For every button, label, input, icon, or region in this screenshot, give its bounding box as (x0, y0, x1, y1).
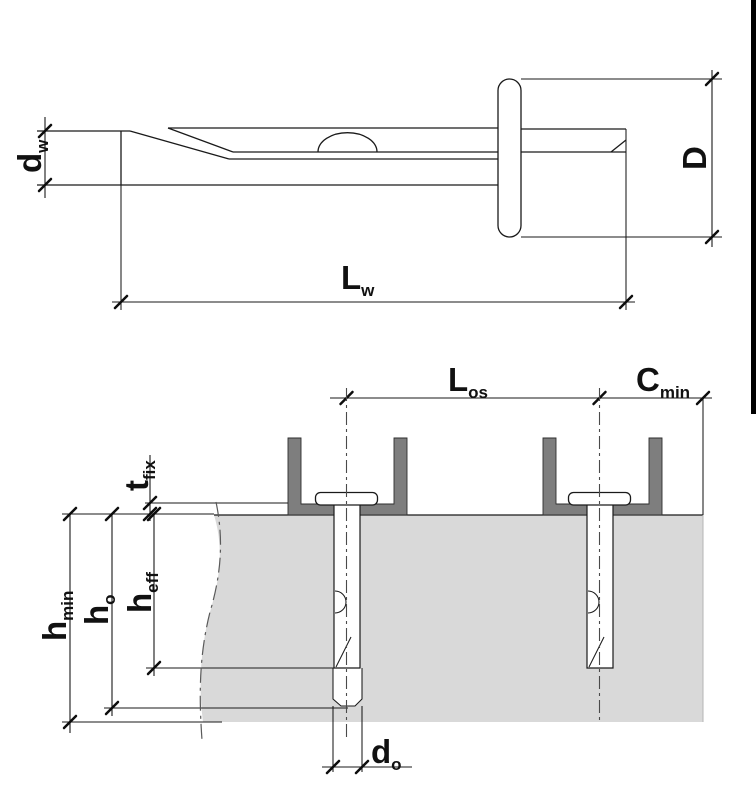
tfix-label: tfix (118, 460, 159, 491)
anchor-head-chamfer (610, 139, 627, 153)
tfix-tick-top (142, 495, 158, 511)
dw-tick-top (37, 123, 53, 139)
Lw-tick-left (113, 294, 129, 310)
installation-section: tfix heff ho hmin (36, 361, 712, 775)
channel-profile-left (287, 437, 408, 516)
do-tick-left (325, 759, 341, 775)
anchor-side-view (37, 78, 627, 238)
anchor-1-nail-bevel (335, 636, 352, 668)
tfix-tick-bottom (142, 506, 158, 522)
Los-label: Los (448, 361, 488, 402)
anchor-2-nail-bevel (588, 636, 605, 668)
anchor-2-expansion-bump (587, 590, 600, 614)
dimension-Los-Cmin: Los Cmin (330, 361, 712, 515)
hmin-label: hmin (36, 591, 77, 641)
ho-tick-top (104, 506, 120, 522)
heff-label: heff (121, 572, 162, 613)
dimension-heff: heff (121, 506, 334, 676)
D-tick-top (704, 71, 720, 87)
D-tick-bottom (704, 229, 720, 245)
dimension-hmin: hmin (36, 506, 222, 733)
dimension-ho: ho (78, 506, 348, 716)
dimension-dw: dw (11, 117, 53, 198)
D-label: D (676, 146, 713, 170)
dimension-D: D (521, 70, 722, 247)
anchor-1-expansion-bump (334, 590, 347, 614)
dw-label: dw (11, 139, 52, 173)
Lw-label: Lw (341, 259, 375, 300)
do-label: do (371, 733, 402, 774)
anchor-tip-bevel-inner (167, 127, 234, 153)
heff-tick-top (146, 506, 162, 522)
Lw-tick-right (618, 294, 634, 310)
do-tick-right (354, 759, 370, 775)
ho-tick-bottom (104, 700, 120, 716)
ho-label: ho (78, 594, 119, 625)
dimension-Lw: Lw (112, 129, 635, 310)
hmin-tick-bottom (62, 714, 78, 730)
Cmin-tick-right (695, 390, 711, 406)
heff-tick-bottom (146, 660, 162, 676)
dimension-tfix: tfix (62, 455, 288, 522)
dw-tick-bottom (37, 177, 53, 193)
concrete-slab (200, 515, 704, 722)
channel-profile-right (542, 437, 663, 516)
concrete-break-line (199, 501, 222, 741)
anchor-tip-bevel-outer (129, 130, 230, 160)
expansion-bump-side (317, 132, 378, 153)
Cmin-label: Cmin (636, 361, 690, 402)
hmin-tick-top (62, 506, 78, 522)
drill-hole-bottom (332, 668, 363, 707)
washer-disc (497, 78, 522, 238)
dimension-do: do (322, 733, 412, 775)
scan-edge-artifact (751, 0, 756, 414)
